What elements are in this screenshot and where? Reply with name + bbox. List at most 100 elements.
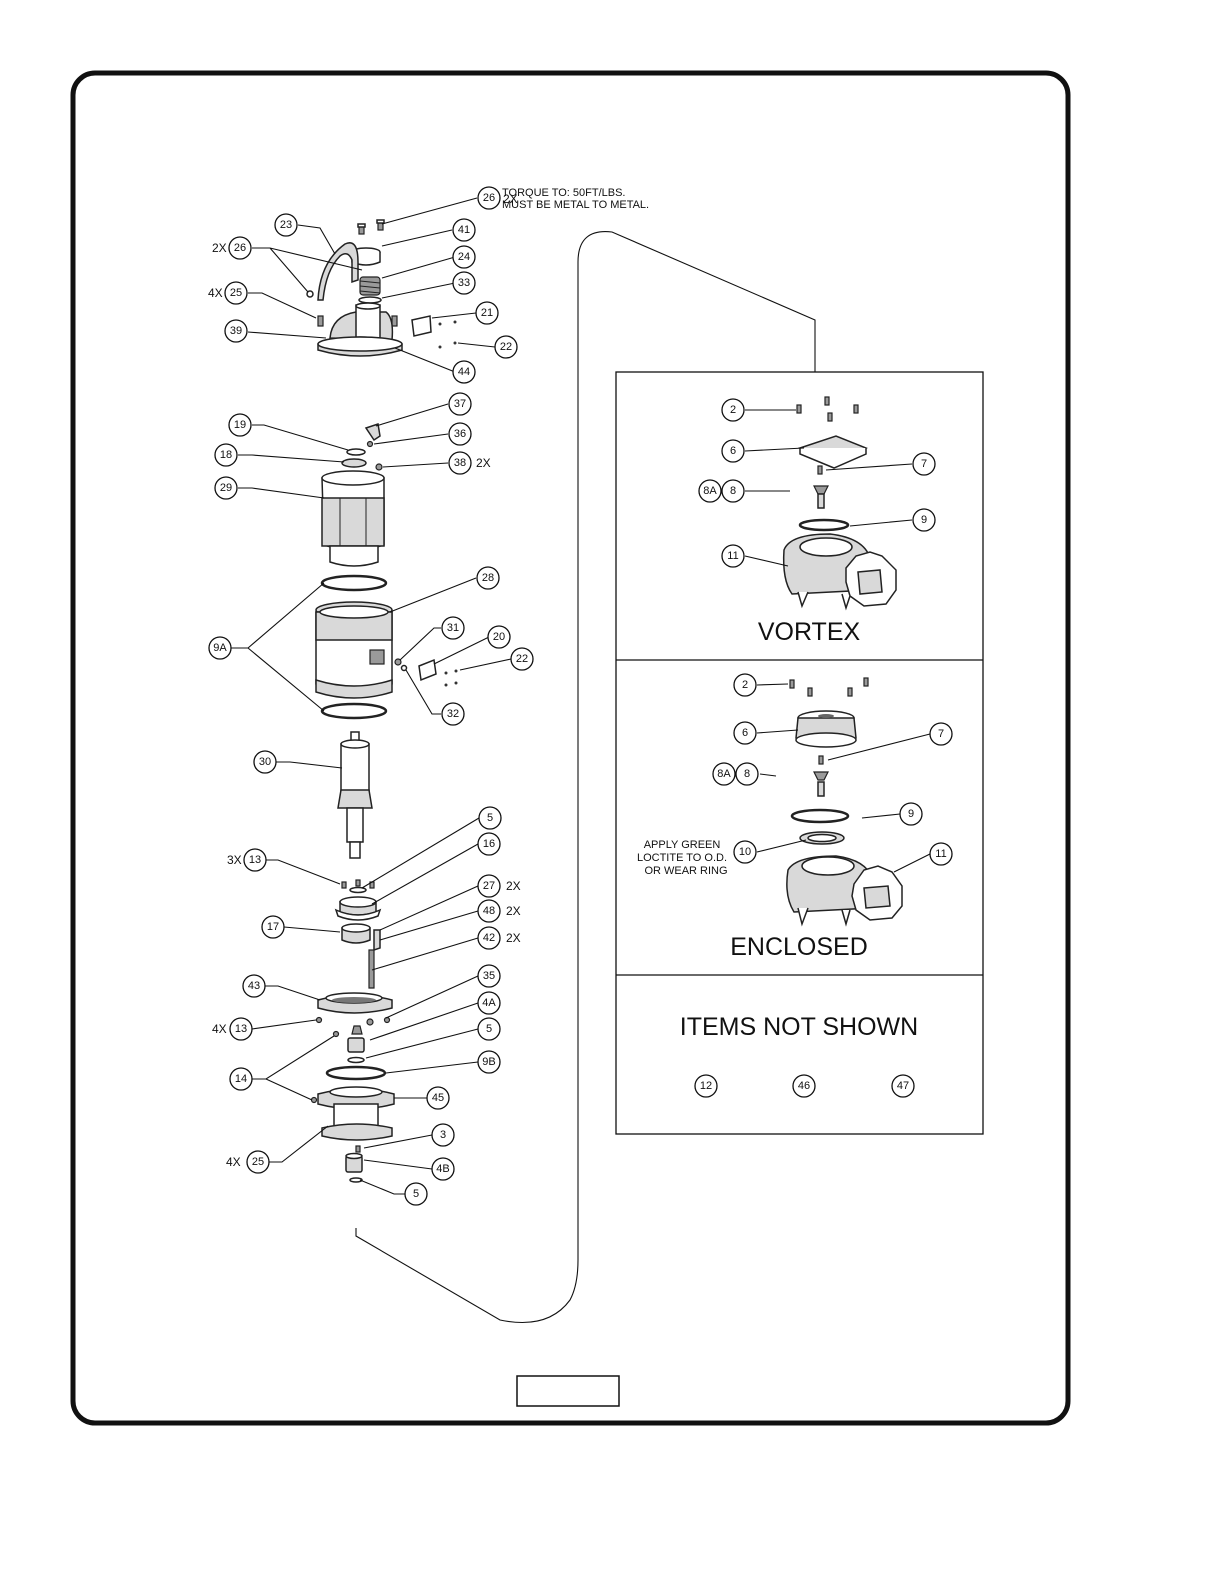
callout-enclosed-11: 11 xyxy=(929,842,953,866)
enclosed-oring-9 xyxy=(790,808,850,824)
svg-text:23: 23 xyxy=(280,219,292,231)
callout-vortex-9: 9 xyxy=(912,508,936,532)
callout-3: 3 xyxy=(431,1123,455,1147)
svg-text:17: 17 xyxy=(267,921,279,933)
svg-text:25: 25 xyxy=(230,287,242,299)
torque-note-line1: TORQUE TO: 50FT/LBS. xyxy=(502,187,625,199)
svg-text:25: 25 xyxy=(252,1156,264,1168)
part-bearing-16 xyxy=(334,896,382,921)
callout-enclosed-8A: 8A xyxy=(712,762,736,786)
callout-33: 33 xyxy=(452,271,476,295)
part-plate-21 xyxy=(411,315,432,337)
qty-25-top: 4X xyxy=(208,286,223,300)
svg-text:4A: 4A xyxy=(482,997,496,1009)
callout-13-a: 13 xyxy=(243,848,267,872)
svg-text:21: 21 xyxy=(481,307,493,319)
svg-text:2: 2 xyxy=(742,679,748,691)
part-stator-housing-28 xyxy=(315,601,393,699)
part-ring-5-top xyxy=(349,886,367,894)
callout-16: 16 xyxy=(477,832,501,856)
svg-text:35: 35 xyxy=(483,970,495,982)
part-screws-26 xyxy=(357,219,385,235)
svg-text:36: 36 xyxy=(454,428,466,440)
qty-13-b: 4X xyxy=(212,1022,227,1036)
callout-42: 42 xyxy=(477,926,501,950)
svg-text:13: 13 xyxy=(235,1023,247,1035)
callout-44: 44 xyxy=(452,360,476,384)
svg-text:45: 45 xyxy=(432,1092,444,1104)
options-panel-frame xyxy=(615,371,984,1135)
callout-32: 32 xyxy=(441,702,465,726)
part-seal-4A xyxy=(347,1025,365,1053)
part-spring-24 xyxy=(359,276,381,296)
callout-vortex-6: 6 xyxy=(721,439,745,463)
callout-38: 38 xyxy=(448,451,472,475)
callout-27: 27 xyxy=(477,874,501,898)
callout-41: 41 xyxy=(452,218,476,242)
vortex-oring-9 xyxy=(798,518,850,532)
page-frame xyxy=(70,70,1071,1426)
part-clip-37 xyxy=(364,423,381,442)
part-screw-13-left xyxy=(315,1016,323,1024)
callout-19: 19 xyxy=(228,413,252,437)
svg-text:8: 8 xyxy=(730,485,736,497)
callout-23: 23 xyxy=(274,213,298,237)
part-oring-9A-bottom xyxy=(320,702,388,720)
part-pin-3 xyxy=(355,1145,361,1153)
callout-not-shown-47: 47 xyxy=(891,1074,915,1098)
svg-text:31: 31 xyxy=(447,622,459,634)
svg-text:11: 11 xyxy=(727,550,738,562)
callout-enclosed-2: 2 xyxy=(733,673,757,697)
svg-text:18: 18 xyxy=(220,449,232,461)
svg-text:5: 5 xyxy=(413,1188,419,1200)
part-nut-38 xyxy=(375,463,383,471)
enclosed-impeller-6 xyxy=(795,710,857,748)
svg-text:33: 33 xyxy=(458,277,470,289)
enclosed-volute-11 xyxy=(786,855,903,927)
callout-5-b: 5 xyxy=(477,1017,501,1041)
callout-37: 37 xyxy=(448,392,472,416)
enclosed-screws-2 xyxy=(789,677,869,697)
svg-text:32: 32 xyxy=(447,708,459,720)
svg-text:41: 41 xyxy=(458,224,470,236)
part-wires-27-48-42 xyxy=(368,929,381,989)
callout-vortex-11: 11 xyxy=(721,544,745,568)
svg-text:19: 19 xyxy=(234,419,246,431)
callout-5-a: 5 xyxy=(478,806,502,830)
svg-text:30: 30 xyxy=(259,756,271,768)
page-number-box xyxy=(516,1375,620,1407)
part-ring-5-mid xyxy=(347,1056,365,1064)
svg-text:14: 14 xyxy=(235,1073,247,1085)
svg-text:8: 8 xyxy=(744,768,750,780)
svg-text:27: 27 xyxy=(483,880,495,892)
part-seal-4B xyxy=(345,1152,363,1173)
loctite-note-line3: OR WEAR RING xyxy=(644,865,727,877)
svg-text:9B: 9B xyxy=(482,1056,495,1068)
svg-text:48: 48 xyxy=(483,905,495,917)
svg-text:38: 38 xyxy=(454,457,466,469)
items-not-shown-title: ITEMS NOT SHOWN xyxy=(680,1013,918,1041)
part-housing-29 xyxy=(321,470,385,567)
callout-28: 28 xyxy=(476,566,500,590)
callout-26-left: 26 xyxy=(228,236,252,260)
loctite-note-line1: APPLY GREEN xyxy=(644,839,721,851)
callout-vortex-8A: 8A xyxy=(698,479,722,503)
callout-31: 31 xyxy=(441,616,465,640)
callout-vortex-8: 8 xyxy=(721,479,745,503)
callout-enclosed-6: 6 xyxy=(733,721,757,745)
callout-43: 43 xyxy=(242,974,266,998)
svg-text:24: 24 xyxy=(458,251,470,263)
part-rivets-22-mid xyxy=(444,669,458,687)
callout-9A: 9A xyxy=(208,636,232,660)
callout-30: 30 xyxy=(253,750,277,774)
callout-20: 20 xyxy=(487,625,511,649)
svg-text:9A: 9A xyxy=(213,642,227,654)
svg-text:6: 6 xyxy=(730,445,736,457)
part-bracket-45 xyxy=(317,1086,395,1141)
qty-38: 2X xyxy=(476,456,491,470)
svg-text:16: 16 xyxy=(483,838,495,850)
enclosed-wear-ring-10 xyxy=(799,831,845,845)
callout-24: 24 xyxy=(452,245,476,269)
qty-26-left: 2X xyxy=(212,241,227,255)
part-ring-5-bottom xyxy=(349,1177,363,1183)
